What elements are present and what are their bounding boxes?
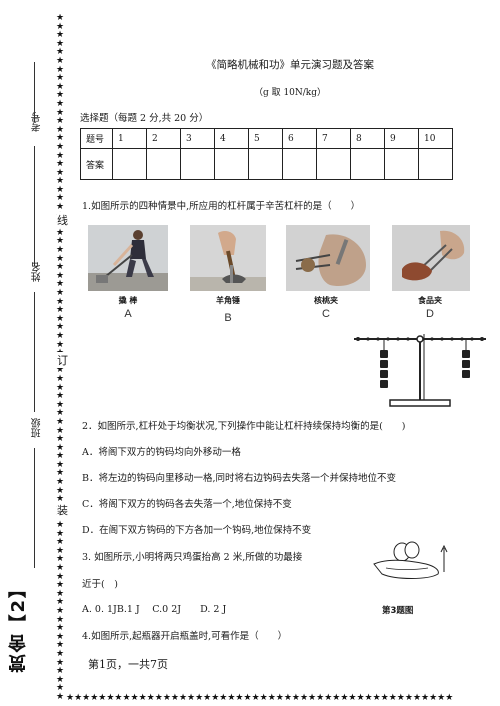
image-b-caption: 羊角锤 <box>216 296 240 305</box>
table-cell: 7 <box>316 128 351 149</box>
table-row: 答案 <box>80 148 453 180</box>
image-c-caption: 核桃夹 <box>314 296 338 305</box>
table-cell: 1 <box>112 128 147 149</box>
table-header-cell: 答案 <box>80 148 113 180</box>
table-cell: 5 <box>248 128 283 149</box>
egg-hand-figure <box>373 541 448 579</box>
answer-cell-9[interactable] <box>384 148 419 180</box>
table-cell: 9 <box>384 128 419 149</box>
exam-number-label: 考号 <box>32 112 43 132</box>
question-2-option-a: A．将阁下双方的钩码均向外移动一格 <box>82 447 241 458</box>
claw-hammer-photo <box>190 225 266 291</box>
figure-3-caption: 第3题图 <box>382 606 414 616</box>
binding-char-mount: 装 <box>57 502 68 518</box>
choice-heading: 选择题（每题 2 分,共 20 分） <box>80 113 209 124</box>
food-tongs-photo <box>392 225 470 291</box>
answer-cell-8[interactable] <box>350 148 385 180</box>
binding-star-row: ★★★★★★★★★★★★★★★★★★★★★★★★★★★★★★★★★★★★★★★★… <box>66 693 454 703</box>
nutcracker-photo <box>286 225 370 291</box>
question-4-text: 4.如图所示,起瓶器开启瓶盖时,可看作是（ ） <box>82 631 288 642</box>
page-subtitle: （g 取 10N/kg） <box>253 88 327 98</box>
table-cell: 6 <box>282 128 317 149</box>
answer-cell-4[interactable] <box>214 148 249 180</box>
question-2-option-d: D．在阁下双方钩码的下方各加一个钩码,地位保持不变 <box>82 525 312 536</box>
name-label: 姓名 <box>32 262 43 282</box>
image-d-letter: D <box>426 308 434 320</box>
lever-balance-figure <box>354 334 486 407</box>
image-c-letter: C <box>322 308 330 320</box>
table-cell: 10 <box>418 128 453 149</box>
question-2-option-b: B．将左边的钩码向里移动一格,同时将右边钩码去失落一个并保持地位不变 <box>82 473 397 484</box>
page-title: 《简略机械和功》单元演习题及答案 <box>206 59 374 71</box>
answer-cell-10[interactable] <box>418 148 453 180</box>
table-row: 题号 1 2 3 4 5 6 7 8 9 10 <box>80 128 453 149</box>
table-cell: 3 <box>180 128 215 149</box>
image-b-letter: B <box>224 312 232 324</box>
crowbar-photo <box>88 225 168 291</box>
table-cell: 2 <box>146 128 181 149</box>
page-footer: 第1页，一共7页 <box>88 658 168 671</box>
binding-char-order: 订 <box>57 352 68 368</box>
question-3-text-continued: 近于( ) <box>82 579 118 590</box>
name-fill-line <box>34 292 35 412</box>
class-fill-line <box>34 448 35 568</box>
table-header-cell: 题号 <box>80 128 113 149</box>
binding-char-line: 线 <box>57 212 68 228</box>
answer-cell-7[interactable] <box>316 148 351 180</box>
answer-cell-2[interactable] <box>146 148 181 180</box>
exam-number-fill-line <box>34 146 35 266</box>
question-3-text: 3. 如图所示,小明将两只鸡蛋抬高 2 米,所做的功最接 <box>82 552 303 563</box>
image-d-caption: 食品夹 <box>418 296 442 305</box>
question-3-options: A. 0. 1JB.1 J C.0 2J D. 2 J <box>82 604 227 615</box>
question-2-text: 2．如图所示,杠杆处于均衡状况,下列操作中能让杠杆持续保持均衡的是( ) <box>82 421 406 432</box>
answer-table: 题号 1 2 3 4 5 6 7 8 9 10 答案 <box>80 128 453 180</box>
answer-cell-1[interactable] <box>112 148 147 180</box>
question-1-text: 1.如图所示的四种情景中,所应用的杠杆属于辛苦杠杆的是（ ） <box>82 201 361 212</box>
image-a-letter: A <box>124 308 132 320</box>
class-label: 班级 <box>32 418 43 438</box>
image-a-caption: 撬 棒 <box>118 296 138 305</box>
question-2-option-c: C．将阁下双方的钩码各去失落一个,地位保持不变 <box>82 499 292 510</box>
answer-cell-5[interactable] <box>248 148 283 180</box>
answer-cell-3[interactable] <box>180 148 215 180</box>
table-cell: 8 <box>350 128 385 149</box>
table-cell: 4 <box>214 128 249 149</box>
exam-number-line <box>34 62 35 122</box>
side-large-mark: 赏舍【2】 <box>8 578 29 673</box>
answer-cell-6[interactable] <box>282 148 317 180</box>
